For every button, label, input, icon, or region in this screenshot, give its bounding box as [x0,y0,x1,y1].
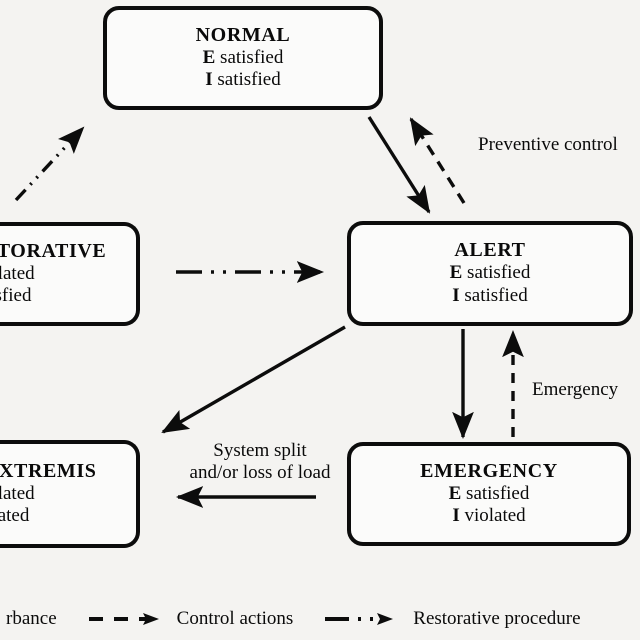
state-line-normal-i: I satisfied [205,69,280,92]
state-e-prefix-normal: E [202,46,216,68]
state-line-alert-i: I satisfied [452,285,527,308]
state-e-status-normal: satisfied [220,46,284,68]
state-e-status-restorative: violated [0,262,35,284]
state-i-status-restorative: satisfied [0,285,32,307]
state-title-normal: NORMAL [195,23,291,46]
state-i-status-in-extremis: violated [0,505,30,527]
state-line-restorative-i: I satisfied [0,285,31,308]
arrow-alert-to-in-extremis [161,325,346,434]
legend: rbance Control actions Restorative proce… [0,598,640,640]
state-title-restorative: RESTORATIVE [0,239,107,262]
state-i-prefix-emergency: I [452,505,460,527]
legend-entry-disturbance: rbance [0,608,63,630]
edge-label-system-split-line2: and/or loss of load [189,462,331,484]
state-i-prefix-alert: I [452,284,460,306]
state-e-status-alert: satisfied [467,262,531,284]
edge-label-system-split: System split and/or loss of load [170,440,350,485]
state-line-in-extremis-i: I violated [0,505,29,528]
state-line-emergency-e: E satisfied [449,483,530,506]
state-box-normal[interactable]: NORMAL E satisfied I satisfied [103,6,383,110]
state-i-status-normal: satisfied [217,69,281,91]
state-e-prefix-emergency: E [448,482,462,504]
legend-label-disturbance: rbance [6,608,57,629]
edge-label-system-split-line1: System split [213,440,307,461]
state-title-emergency: EMERGENCY [420,459,558,482]
state-e-status-in-extremis: violated [0,482,35,504]
legend-entry-control-actions: Control actions [79,608,300,630]
state-line-normal-e: E satisfied [203,47,284,70]
state-title-in-extremis: IN EXTREMIS [0,459,97,482]
state-title-alert: ALERT [454,239,526,262]
state-i-status-alert: satisfied [464,284,528,306]
state-line-emergency-i: I violated [452,505,525,528]
state-i-status-emergency: violated [464,505,526,527]
edge-label-preventive-control: Preventive control [478,134,618,155]
state-e-prefix-alert: E [449,262,463,284]
legend-entry-restorative-procedures: Restorative procedure [315,608,586,630]
arrow-normal-to-alert [367,116,431,214]
legend-label-restorative-procedures: Restorative procedure [413,608,581,629]
legend-marker-dash-dot-dot-arrow-icon [323,611,399,627]
state-e-status-emergency: satisfied [466,482,530,504]
state-box-emergency[interactable]: EMERGENCY E satisfied I violated [347,442,631,546]
edge-label-emergency-control: Emergency [532,379,619,400]
state-line-in-extremis-e: E violated [0,483,35,506]
state-box-alert[interactable]: ALERT E satisfied I satisfied [347,221,633,326]
state-i-prefix-normal: I [205,69,213,91]
state-box-in-extremis[interactable]: IN EXTREMIS E violated I violated [0,440,140,548]
state-line-restorative-e: E violated [0,263,35,286]
legend-marker-dashed-arrow-icon [87,611,163,627]
legend-label-control-actions: Control actions [176,608,294,629]
state-line-alert-e: E satisfied [450,262,531,285]
arrow-alert-to-normal [409,117,466,204]
arrow-restorative-to-normal [14,126,85,202]
state-box-restorative[interactable]: RESTORATIVE E violated I satisfied [0,222,140,326]
